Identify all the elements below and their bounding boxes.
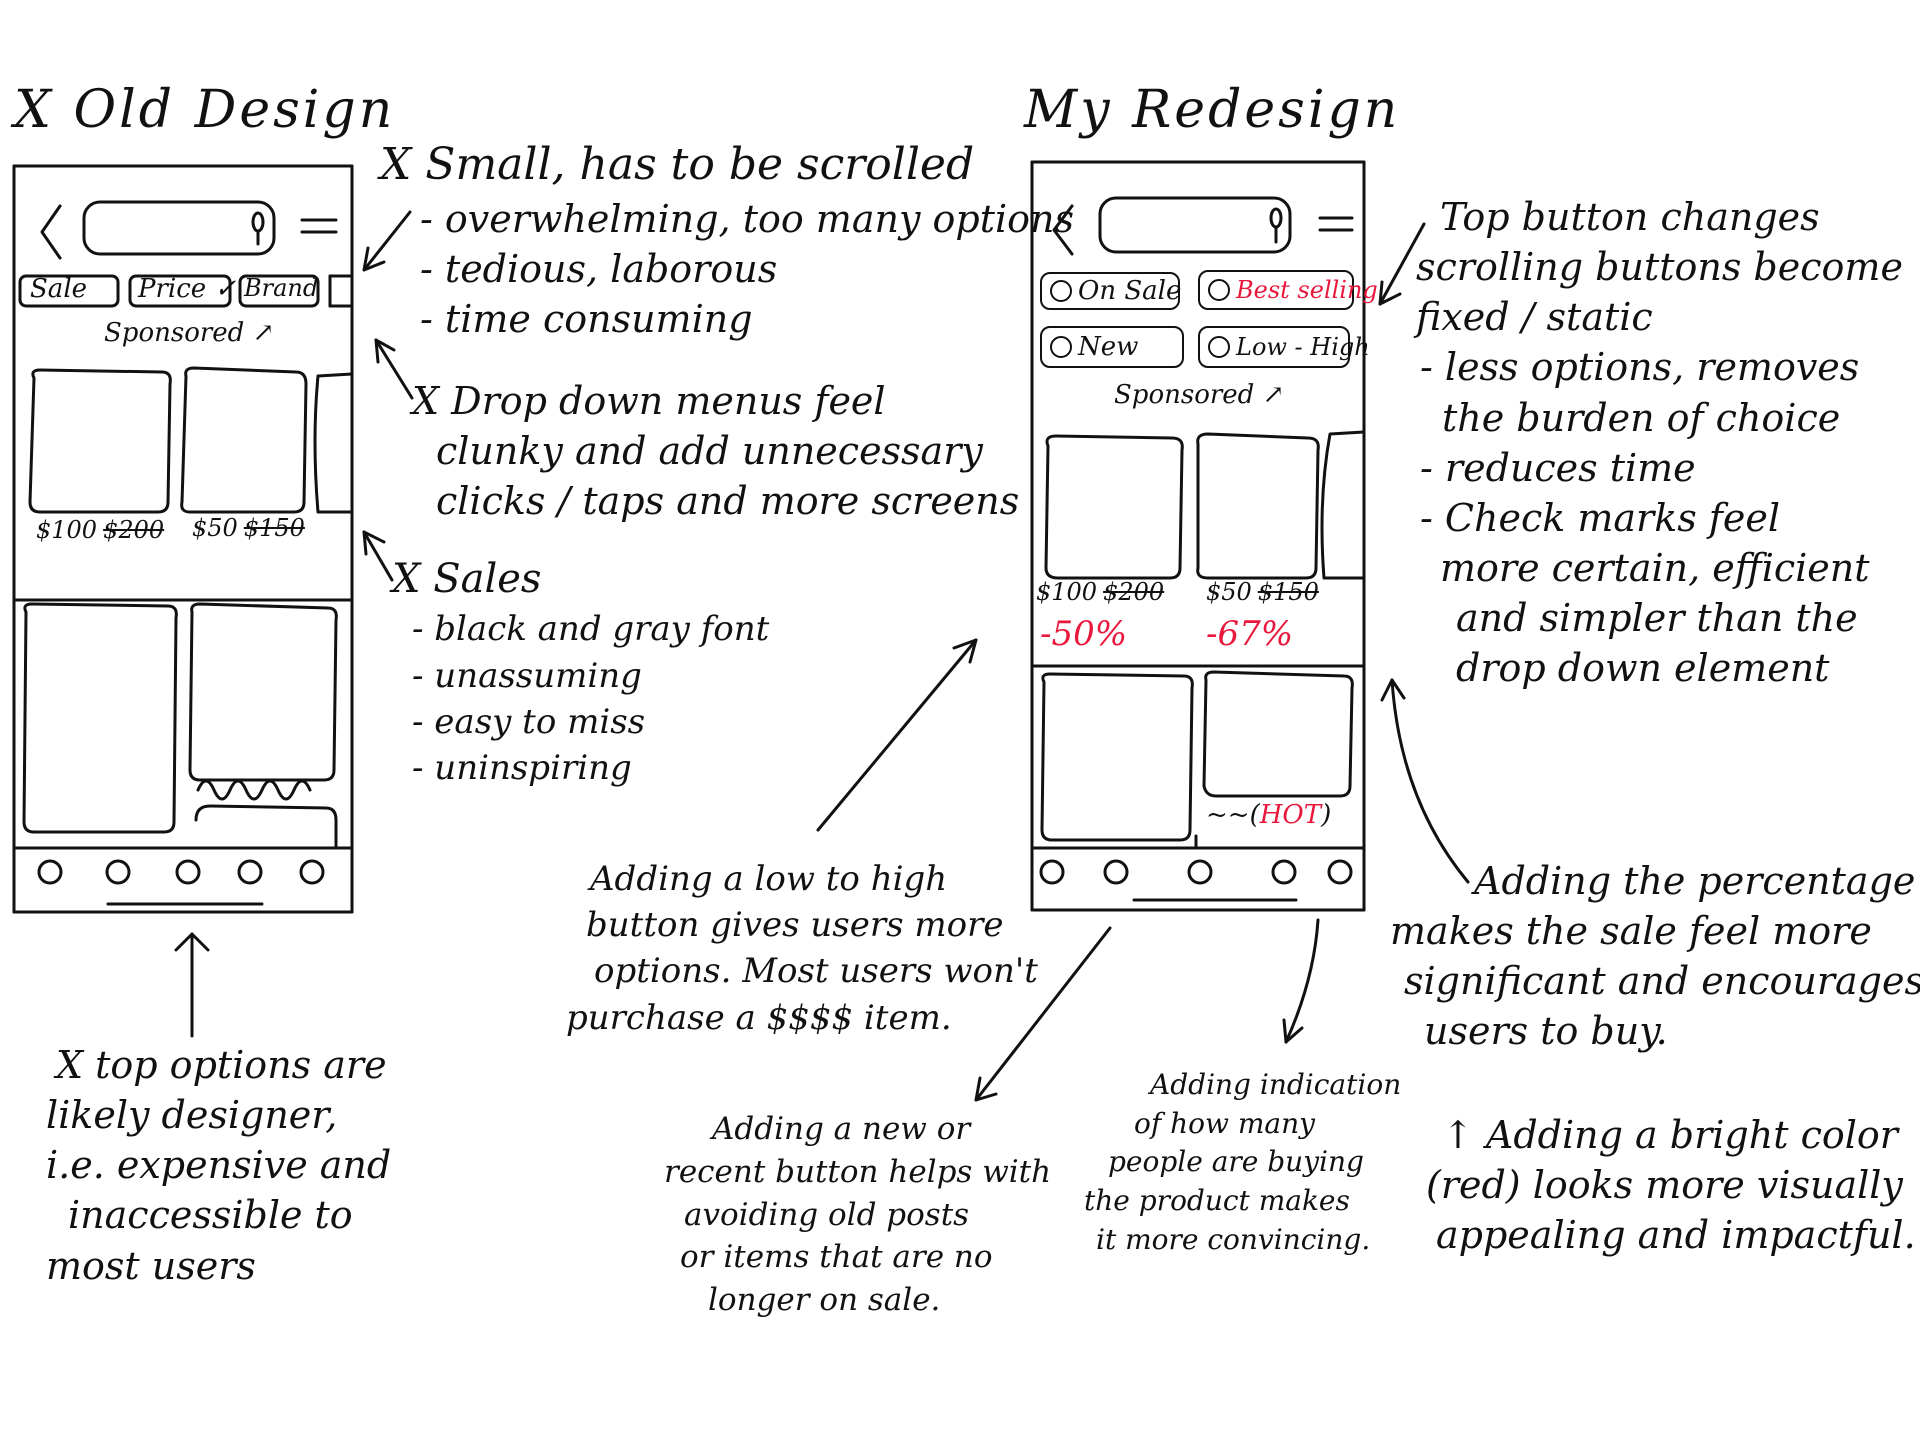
note-percentage: Adding the percentage makes the sale fee… <box>1390 859 1920 1054</box>
note-small-scrolled: X Small, has to be scrolled - overwhelmi… <box>380 139 1074 342</box>
new-chip-low-high[interactable]: Low - High <box>1198 326 1370 368</box>
old-price-1: $100$200 <box>36 516 165 544</box>
note-top-button: Top button changes scrolling buttons bec… <box>1416 195 1903 691</box>
redesign-title: My Redesign <box>1024 80 1401 140</box>
new-discount-1: -50% <box>1040 614 1128 654</box>
radio-icon <box>1208 336 1230 358</box>
old-price-2: $50$150 <box>192 514 305 542</box>
radio-icon <box>1208 279 1230 301</box>
new-price-1: $100$200 <box>1036 578 1165 606</box>
new-chip-best-selling[interactable]: Best selling <box>1198 270 1378 310</box>
new-price-2: $50$150 <box>1206 578 1319 606</box>
note-indication: Adding indication of how many people are… <box>1084 1068 1402 1256</box>
note-sales: X Sales - black and gray font - unassumi… <box>392 556 770 789</box>
old-chip-sale[interactable]: Sale <box>30 274 88 304</box>
note-dropdown-menus: X Drop down menus feel clunky and add un… <box>412 379 1020 524</box>
note-new-button: Adding a new or recent button helps with… <box>664 1111 1052 1319</box>
note-top-options: X top options are likely designer, i.e. … <box>46 1043 392 1288</box>
new-sponsored: Sponsored ↗ <box>1114 380 1285 410</box>
note-top-options-expensive: i.e. expensive and <box>46 1143 392 1188</box>
old-chip-price[interactable]: Price ✓ <box>138 274 237 304</box>
note-low-high-button: Adding a low to high button gives users … <box>566 859 1038 1038</box>
note-bright-color: ↑ Adding a bright color (red) looks more… <box>1426 1113 1916 1258</box>
radio-icon <box>1050 280 1072 302</box>
radio-icon <box>1050 336 1072 358</box>
old-design-title: X Old Design <box>14 80 396 140</box>
hot-label: ~~(HOT) <box>1206 800 1332 830</box>
new-chip-on-sale[interactable]: On Sale <box>1040 272 1181 310</box>
old-chip-brand[interactable]: Brand <box>244 274 319 302</box>
new-discount-2: -67% <box>1206 614 1294 654</box>
old-sponsored: Sponsored ↗ <box>104 318 275 348</box>
new-chip-new[interactable]: New <box>1040 326 1184 368</box>
